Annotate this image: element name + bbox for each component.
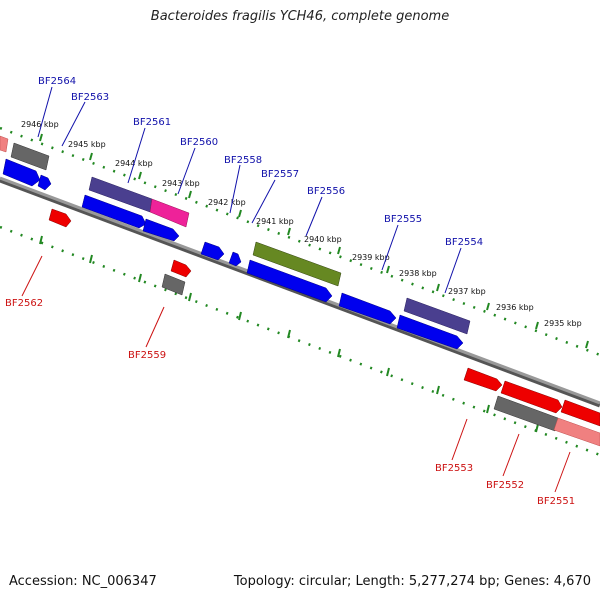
top-major-ticks (39, 133, 589, 349)
genome-info-text: Topology: circular; Length: 5,277,274 bp… (233, 574, 591, 589)
gene-blue (338, 292, 397, 325)
gene-label: BF2551 (537, 496, 575, 507)
gene-label: BF2559 (128, 350, 166, 361)
gene-blue (396, 314, 464, 350)
gene-blue (37, 174, 52, 191)
gene-label: BF2558 (224, 155, 262, 166)
gene-bf2554 (403, 297, 471, 335)
kbp-label: 2941 kbp (256, 217, 294, 226)
gene-bf2562 (48, 208, 72, 228)
top-leader-lines (37, 86, 462, 294)
gene-bf2556 (252, 241, 342, 287)
gene-label: BF2563 (71, 92, 109, 103)
genes (0, 135, 600, 447)
kbp-label: 2942 kbp (208, 198, 246, 207)
gene-bf2551 (553, 417, 600, 447)
gene-red (500, 380, 563, 414)
page-title: Bacteroides fragilis YCH46, complete gen… (150, 9, 450, 24)
kbp-label: 2936 kbp (496, 303, 534, 312)
gene-bf2553 (463, 367, 503, 392)
gene-red (170, 259, 192, 278)
gene-blue (228, 251, 242, 267)
top-gene-labels: BF2564 BF2563 BF2561 BF2560 BF2558 BF255… (38, 76, 483, 248)
gene-label: BF2561 (133, 117, 171, 128)
gene-blue (142, 218, 180, 242)
gene-bf2552 (493, 395, 559, 432)
gene-bf2559 (161, 273, 186, 296)
gene-blue (81, 194, 147, 229)
kbp-label: 2935 kbp (544, 319, 582, 328)
bottom-tick-track (0, 225, 600, 457)
kbp-label: 2940 kbp (304, 235, 342, 244)
kbp-label: 2946 kbp (21, 120, 59, 129)
gene-blue (2, 158, 41, 187)
gene-label: BF2564 (38, 76, 76, 87)
kbp-label: 2945 kbp (68, 140, 106, 149)
gene-label: BF2555 (384, 214, 422, 225)
accession-text: Accession: NC_006347 (9, 574, 157, 589)
gene-blue (200, 241, 225, 261)
gene-label: BF2554 (445, 237, 483, 248)
gene-label: BF2560 (180, 137, 218, 148)
kbp-label: 2943 kbp (162, 179, 200, 188)
gene-blue (246, 259, 333, 303)
kbp-label: 2938 kbp (399, 269, 437, 278)
gene-label: BF2556 (307, 186, 345, 197)
gene-label: BF2552 (486, 480, 524, 491)
bottom-leader-lines (21, 255, 571, 493)
gene-label: BF2562 (5, 298, 43, 309)
top-tick-track (0, 126, 600, 357)
kbp-labels: 2946 kbp 2945 kbp 2944 kbp 2943 kbp 2942… (21, 120, 582, 328)
bottom-major-ticks (39, 235, 539, 433)
gene-label: BF2553 (435, 463, 473, 474)
gene-bf2564 (10, 142, 50, 171)
gene-red (560, 399, 600, 427)
gene-bf2560 (149, 198, 190, 228)
gene-label: BF2557 (261, 169, 299, 180)
gene-pink (0, 135, 9, 153)
kbp-label: 2939 kbp (352, 253, 390, 262)
kbp-label: 2937 kbp (448, 287, 486, 296)
bottom-gene-labels: BF2562 BF2559 BF2553 BF2552 BF2551 (5, 298, 575, 507)
